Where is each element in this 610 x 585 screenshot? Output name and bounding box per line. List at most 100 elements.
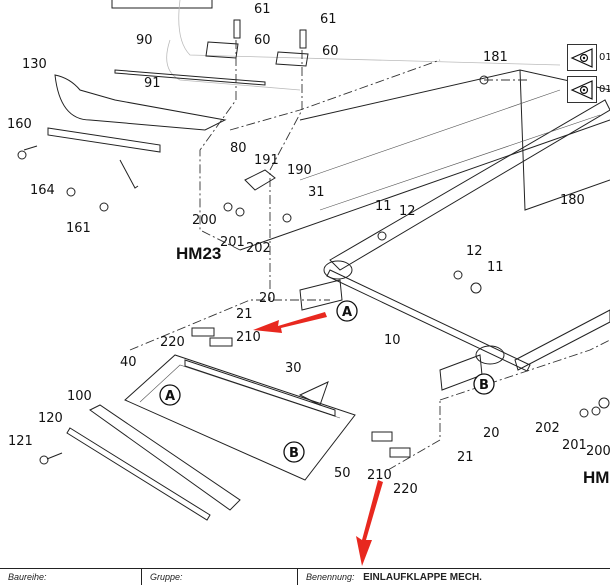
washer-201-top bbox=[223, 202, 233, 212]
hinge-210-right bbox=[371, 431, 393, 442]
frame-top-edge bbox=[299, 69, 610, 121]
callout-30: 30 bbox=[285, 361, 302, 376]
svg-text:B: B bbox=[479, 378, 489, 393]
svg-text:A: A bbox=[342, 305, 352, 320]
cover-130 bbox=[54, 74, 227, 131]
shaft-10 bbox=[326, 269, 531, 372]
view-direction-label-1: 01 bbox=[599, 52, 610, 63]
callout-11-top: 11 bbox=[375, 199, 392, 214]
callout-100: 100 bbox=[67, 389, 92, 404]
callout-120: 120 bbox=[38, 411, 63, 426]
callout-180: 180 bbox=[560, 193, 585, 208]
angle-rail-right bbox=[514, 309, 610, 371]
callout-80: 80 bbox=[230, 141, 247, 156]
assembly-line-7 bbox=[229, 59, 441, 131]
hinge-210-left bbox=[209, 337, 233, 347]
bearing-flange-right bbox=[475, 345, 505, 365]
callout-20-bottom: 20 bbox=[483, 426, 500, 441]
screw-121 bbox=[39, 452, 63, 465]
callout-181: 181 bbox=[483, 50, 508, 65]
spring-unit-190 bbox=[244, 169, 276, 191]
assembly-line-4 bbox=[129, 299, 330, 351]
hinge-220-right bbox=[389, 447, 411, 458]
strip-100 bbox=[89, 404, 241, 511]
callout-90: 90 bbox=[136, 33, 153, 48]
callout-202-right: 202 bbox=[535, 421, 560, 436]
view-direction-box-1 bbox=[567, 44, 597, 71]
callout-210-left: 210 bbox=[236, 330, 261, 345]
callout-190: 190 bbox=[287, 163, 312, 178]
callout-191: 191 bbox=[254, 153, 279, 168]
callout-121: 121 bbox=[8, 434, 33, 449]
red-arrow-left bbox=[253, 312, 327, 333]
svg-text:B: B bbox=[289, 446, 299, 461]
screw-164 bbox=[17, 145, 38, 160]
strip-120 bbox=[66, 427, 211, 521]
hinge-220-left bbox=[191, 327, 215, 337]
angle-profile-180 bbox=[329, 99, 610, 271]
marker-a-upper: A bbox=[336, 300, 358, 322]
screw-161 bbox=[66, 187, 109, 212]
screw-31 bbox=[282, 213, 292, 223]
frame-inner-line-2 bbox=[319, 114, 601, 211]
callout-91: 91 bbox=[144, 76, 161, 91]
bar-30 bbox=[184, 359, 336, 417]
callout-200-left: 200 bbox=[192, 213, 217, 228]
bracket-strip bbox=[119, 159, 139, 189]
callout-201-left: 201 bbox=[220, 235, 245, 250]
marker-b-plate: B bbox=[283, 441, 305, 463]
callout-50: 50 bbox=[334, 466, 351, 481]
callout-21-top: 21 bbox=[236, 307, 253, 322]
callout-60-right: 60 bbox=[322, 44, 339, 59]
callout-31: 31 bbox=[308, 185, 325, 200]
screw-12-top bbox=[377, 231, 387, 241]
fastener-group-200-right bbox=[579, 397, 610, 418]
rail-90 bbox=[114, 69, 266, 86]
exploded-parts-diagram: A A B B 61 61 60 60 90 91 130 181 160 80… bbox=[7, 0, 610, 566]
upper-frame-ghost bbox=[178, 0, 561, 66]
callout-161: 161 bbox=[66, 221, 91, 236]
callout-40: 40 bbox=[120, 355, 137, 370]
callout-21-bottom: 21 bbox=[457, 450, 474, 465]
callout-61-left: 61 bbox=[254, 2, 271, 17]
callout-201-right: 201 bbox=[562, 438, 587, 453]
callout-202-left: 202 bbox=[246, 241, 271, 256]
name-label: Benennung: bbox=[306, 572, 355, 582]
subassembly-code-hm23: HM23 bbox=[176, 244, 221, 263]
frame-inner-line bbox=[299, 89, 561, 181]
screw-61-left bbox=[233, 19, 241, 39]
series-label: Baureihe: bbox=[8, 572, 47, 582]
screw-12-right bbox=[453, 270, 463, 280]
clamp-60-right bbox=[275, 51, 309, 67]
group-label: Gruppe: bbox=[150, 572, 183, 582]
group-cell: Gruppe: bbox=[142, 569, 298, 585]
upper-frame-ghost-2 bbox=[166, 39, 301, 91]
washer-202-top bbox=[235, 207, 245, 217]
callout-60-left: 60 bbox=[254, 33, 271, 48]
callout-160: 160 bbox=[7, 117, 32, 132]
callout-164: 164 bbox=[30, 183, 55, 198]
callout-210-right: 210 bbox=[367, 468, 392, 483]
callout-220-left: 220 bbox=[160, 335, 185, 350]
callout-12-top: 12 bbox=[399, 204, 416, 219]
view-direction-box-2 bbox=[567, 76, 597, 103]
callout-12-right: 12 bbox=[466, 244, 483, 259]
frame-long-edge bbox=[239, 119, 610, 251]
strip-160 bbox=[47, 127, 161, 153]
lever-bracket-left bbox=[299, 279, 343, 311]
callout-10: 10 bbox=[384, 333, 401, 348]
title-block: Baureihe: Gruppe: Benennung: EINLAUFKLAP… bbox=[0, 568, 610, 585]
svg-text:A: A bbox=[165, 389, 175, 404]
assembly-line-5 bbox=[387, 400, 441, 471]
screw-61-right bbox=[299, 29, 307, 49]
view-direction-icon bbox=[570, 80, 593, 100]
callout-20-top: 20 bbox=[259, 291, 276, 306]
subassembly-code-right: HM2 bbox=[583, 468, 610, 487]
assembly-line-2 bbox=[269, 50, 303, 300]
name-value: EINLAUFKLAPPE MECH. bbox=[363, 572, 482, 583]
plate-40 bbox=[124, 354, 356, 481]
bar-30-tab bbox=[298, 381, 329, 406]
view-direction-icon bbox=[570, 48, 593, 68]
callout-11-right: 11 bbox=[487, 260, 504, 275]
frame-side-plate bbox=[519, 69, 610, 211]
